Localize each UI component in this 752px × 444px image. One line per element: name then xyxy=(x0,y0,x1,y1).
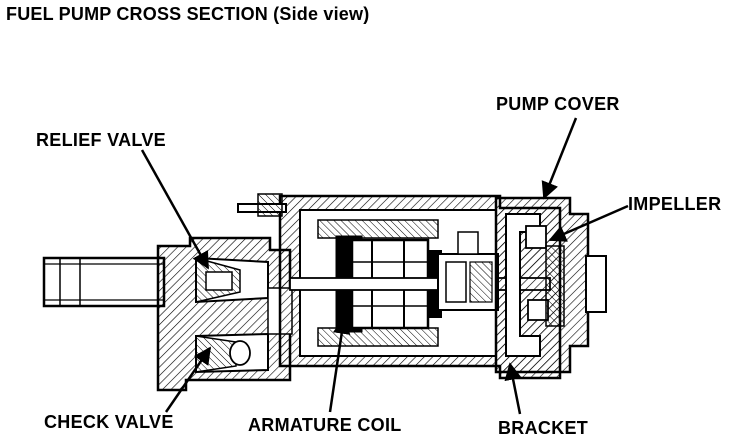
label-armature-coil: ARMATURE COIL xyxy=(248,415,402,435)
leader-armature-coil xyxy=(328,316,351,413)
label-relief-valve: RELIEF VALVE xyxy=(36,130,166,150)
label-check-valve: CHECK VALVE xyxy=(44,412,174,432)
label-pump-cover: PUMP COVER xyxy=(496,94,620,114)
leader-relief-valve xyxy=(140,149,210,270)
diagram-title: FUEL PUMP CROSS SECTION (Side view) xyxy=(6,4,370,24)
leader-lines xyxy=(140,117,629,415)
leader-check-valve xyxy=(164,346,212,413)
label-bracket: BRACKET xyxy=(498,418,589,438)
leader-impeller xyxy=(548,204,629,242)
valve-housing xyxy=(156,236,293,392)
leader-bracket xyxy=(504,362,522,415)
armature-assembly xyxy=(289,219,551,347)
leader-pump-cover xyxy=(541,117,578,200)
inlet-pipe xyxy=(42,256,166,308)
label-impeller: IMPELLER xyxy=(628,194,722,214)
commutator xyxy=(437,231,499,311)
